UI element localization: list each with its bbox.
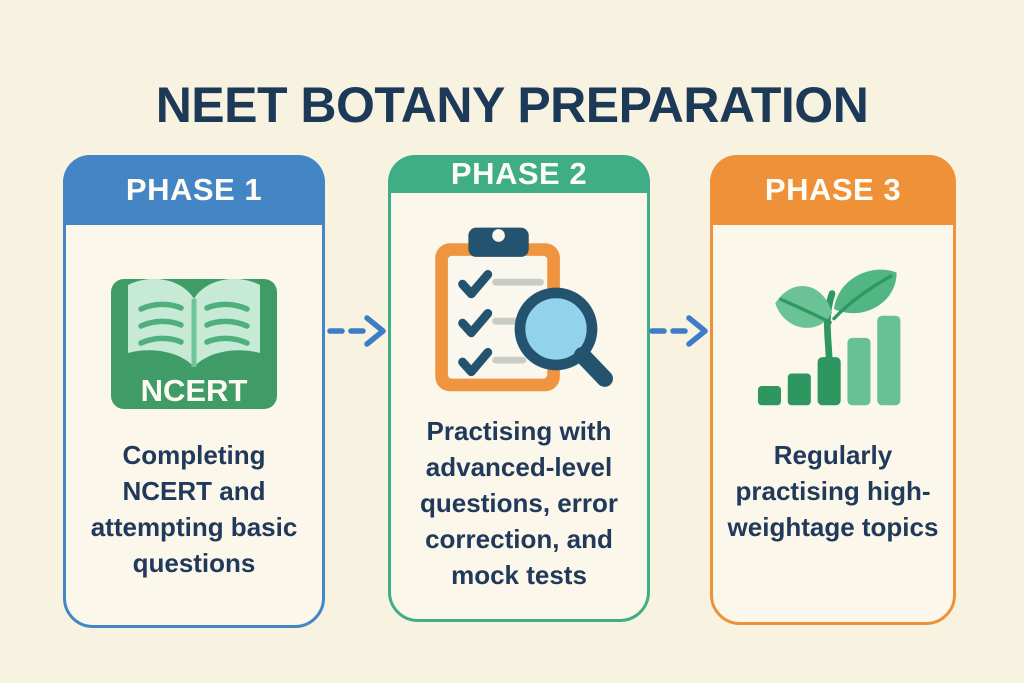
arrow-right-icon <box>649 315 708 347</box>
phase-2-header: PHASE 2 <box>388 155 650 193</box>
arrow-right-icon <box>327 315 386 347</box>
phase-2-card: PHASE 2 Practisi <box>388 155 650 622</box>
phase-3-header: PHASE 3 <box>710 155 956 225</box>
page-title: NEET BOTANY PREPARATION <box>155 76 869 133</box>
ncert-icon-label: NCERT <box>141 373 248 408</box>
checklist-magnifier-icon <box>420 216 618 401</box>
ncert-book-icon: NCERT <box>108 261 280 411</box>
phase-1-header: PHASE 1 <box>63 155 325 225</box>
growth-plant-icon <box>756 262 910 408</box>
